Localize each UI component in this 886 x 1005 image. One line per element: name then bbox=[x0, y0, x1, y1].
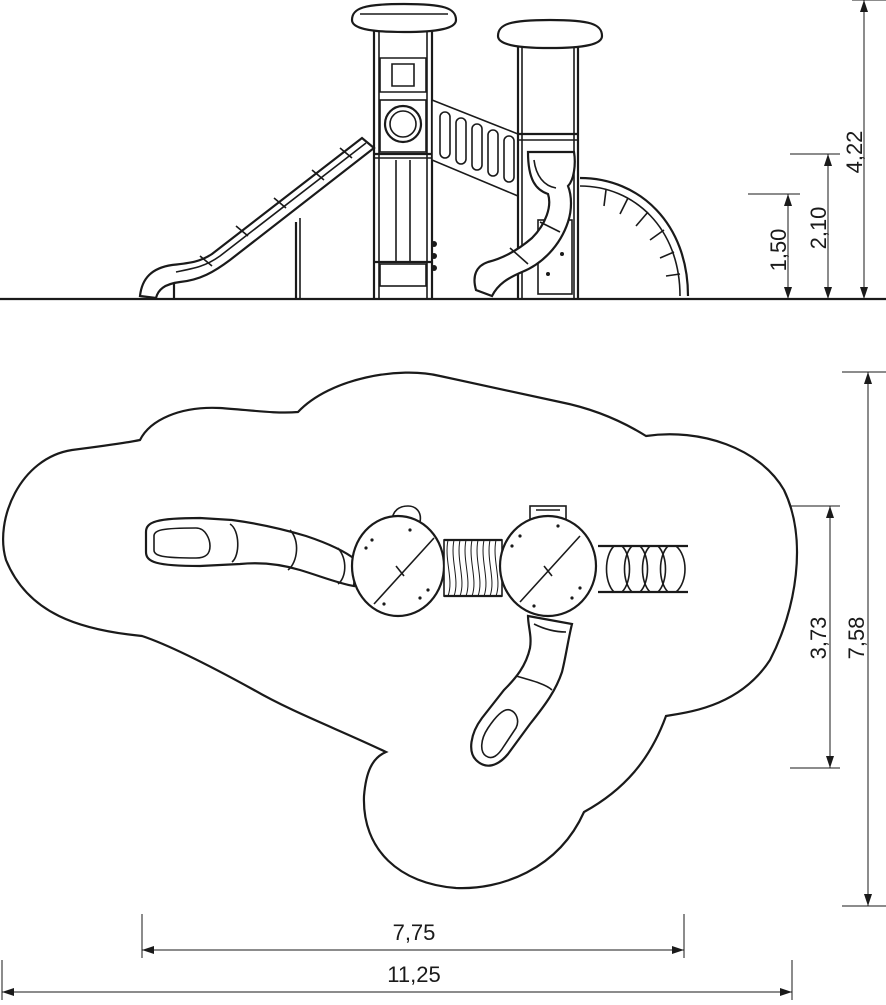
dim-height-total: 4,22 bbox=[842, 131, 867, 174]
elevation-view: 4,22 2,10 1,50 bbox=[0, 0, 886, 301]
tube-slide-plan bbox=[470, 614, 574, 767]
elevation-dimensions: 4,22 2,10 1,50 bbox=[748, 0, 886, 300]
arch-climber-plan bbox=[598, 544, 688, 594]
dim-height-lower-deck: 1,50 bbox=[766, 229, 791, 272]
dim-width-total: 11,25 bbox=[387, 962, 440, 987]
dim-height-upper-deck: 2,10 bbox=[806, 207, 831, 250]
right-deck-plan bbox=[498, 505, 598, 618]
dim-depth-total: 7,58 bbox=[844, 617, 869, 660]
bridge-plan bbox=[443, 538, 503, 598]
straight-slide-elevation bbox=[138, 136, 376, 300]
left-deck-plan bbox=[350, 505, 446, 618]
safety-zone-outline bbox=[2, 371, 799, 890]
plan-dimensions: 7,58 3,73 7,75 11,25 bbox=[1, 371, 886, 1000]
plan-view: 7,58 3,73 7,75 11,25 bbox=[1, 371, 886, 1000]
bridge-elevation bbox=[431, 98, 519, 198]
main-tower-elevation bbox=[350, 2, 458, 299]
dim-width-equipment: 7,75 bbox=[393, 920, 436, 945]
second-tower-elevation bbox=[496, 18, 604, 299]
straight-slide-plan bbox=[144, 516, 358, 588]
tube-slide-elevation bbox=[473, 150, 576, 298]
dim-depth-equipment: 3,73 bbox=[806, 617, 831, 660]
arch-climber-elevation bbox=[579, 176, 690, 297]
